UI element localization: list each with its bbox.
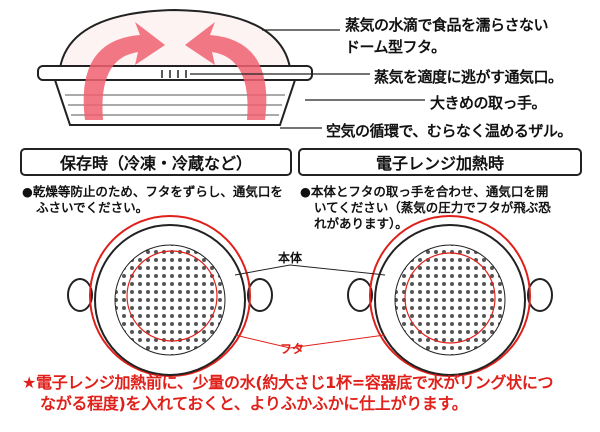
callout-dome-line1: 蒸気の水滴で食品を濡らさない — [345, 16, 549, 34]
microwave-text-1: ●本体とフタの取っ手を合わせ、通気口を開 — [300, 184, 549, 199]
note-line2: ながる程度)を入れておくと、よりふかふかに仕上がります。 — [40, 394, 468, 413]
diagram-pointer-lines — [234, 264, 386, 349]
steam-arrow-left-icon — [83, 22, 165, 120]
callout-vent: 蒸気を適度に逃がす通気口。 — [374, 68, 563, 86]
callout-lines — [190, 29, 425, 129]
microwave-note: ★電子レンジ加熱前に、少量の水(約大さじ1杯=容器底で水がリング状につ ながる程… — [22, 372, 554, 414]
storage-text-2: ふさいでください。 — [36, 200, 149, 215]
label-lid: フタ — [280, 342, 305, 356]
container-illustration — [37, 8, 313, 126]
note-line1: ★電子レンジ加熱前に、少量の水(約大さじ1杯=容器底で水がリング状につ — [22, 373, 554, 392]
callout-handle: 大きめの取っ手。 — [430, 94, 547, 112]
microwave-text-2: いてください（蒸気の圧力でフタが飛ぶ恐 — [314, 200, 551, 215]
diagram-storage — [67, 215, 273, 377]
storage-header: 保存時（冷凍・冷蔵など） — [20, 148, 292, 176]
storage-text-1: ●乾燥等防止のため、フタをずらし、通気口を — [22, 184, 283, 199]
microwave-text-3: れがあります）。 — [314, 216, 408, 231]
callout-colander: 空気の循環で、むらなく温めるザル。 — [326, 122, 572, 140]
steam-arrow-right-icon — [185, 22, 267, 120]
microwave-header: 電子レンジ加熱時 — [298, 148, 582, 176]
diagram-microwave — [347, 215, 553, 377]
label-body: 本体 — [278, 251, 303, 265]
callout-dome-line2: ドーム型フタ。 — [345, 38, 446, 56]
